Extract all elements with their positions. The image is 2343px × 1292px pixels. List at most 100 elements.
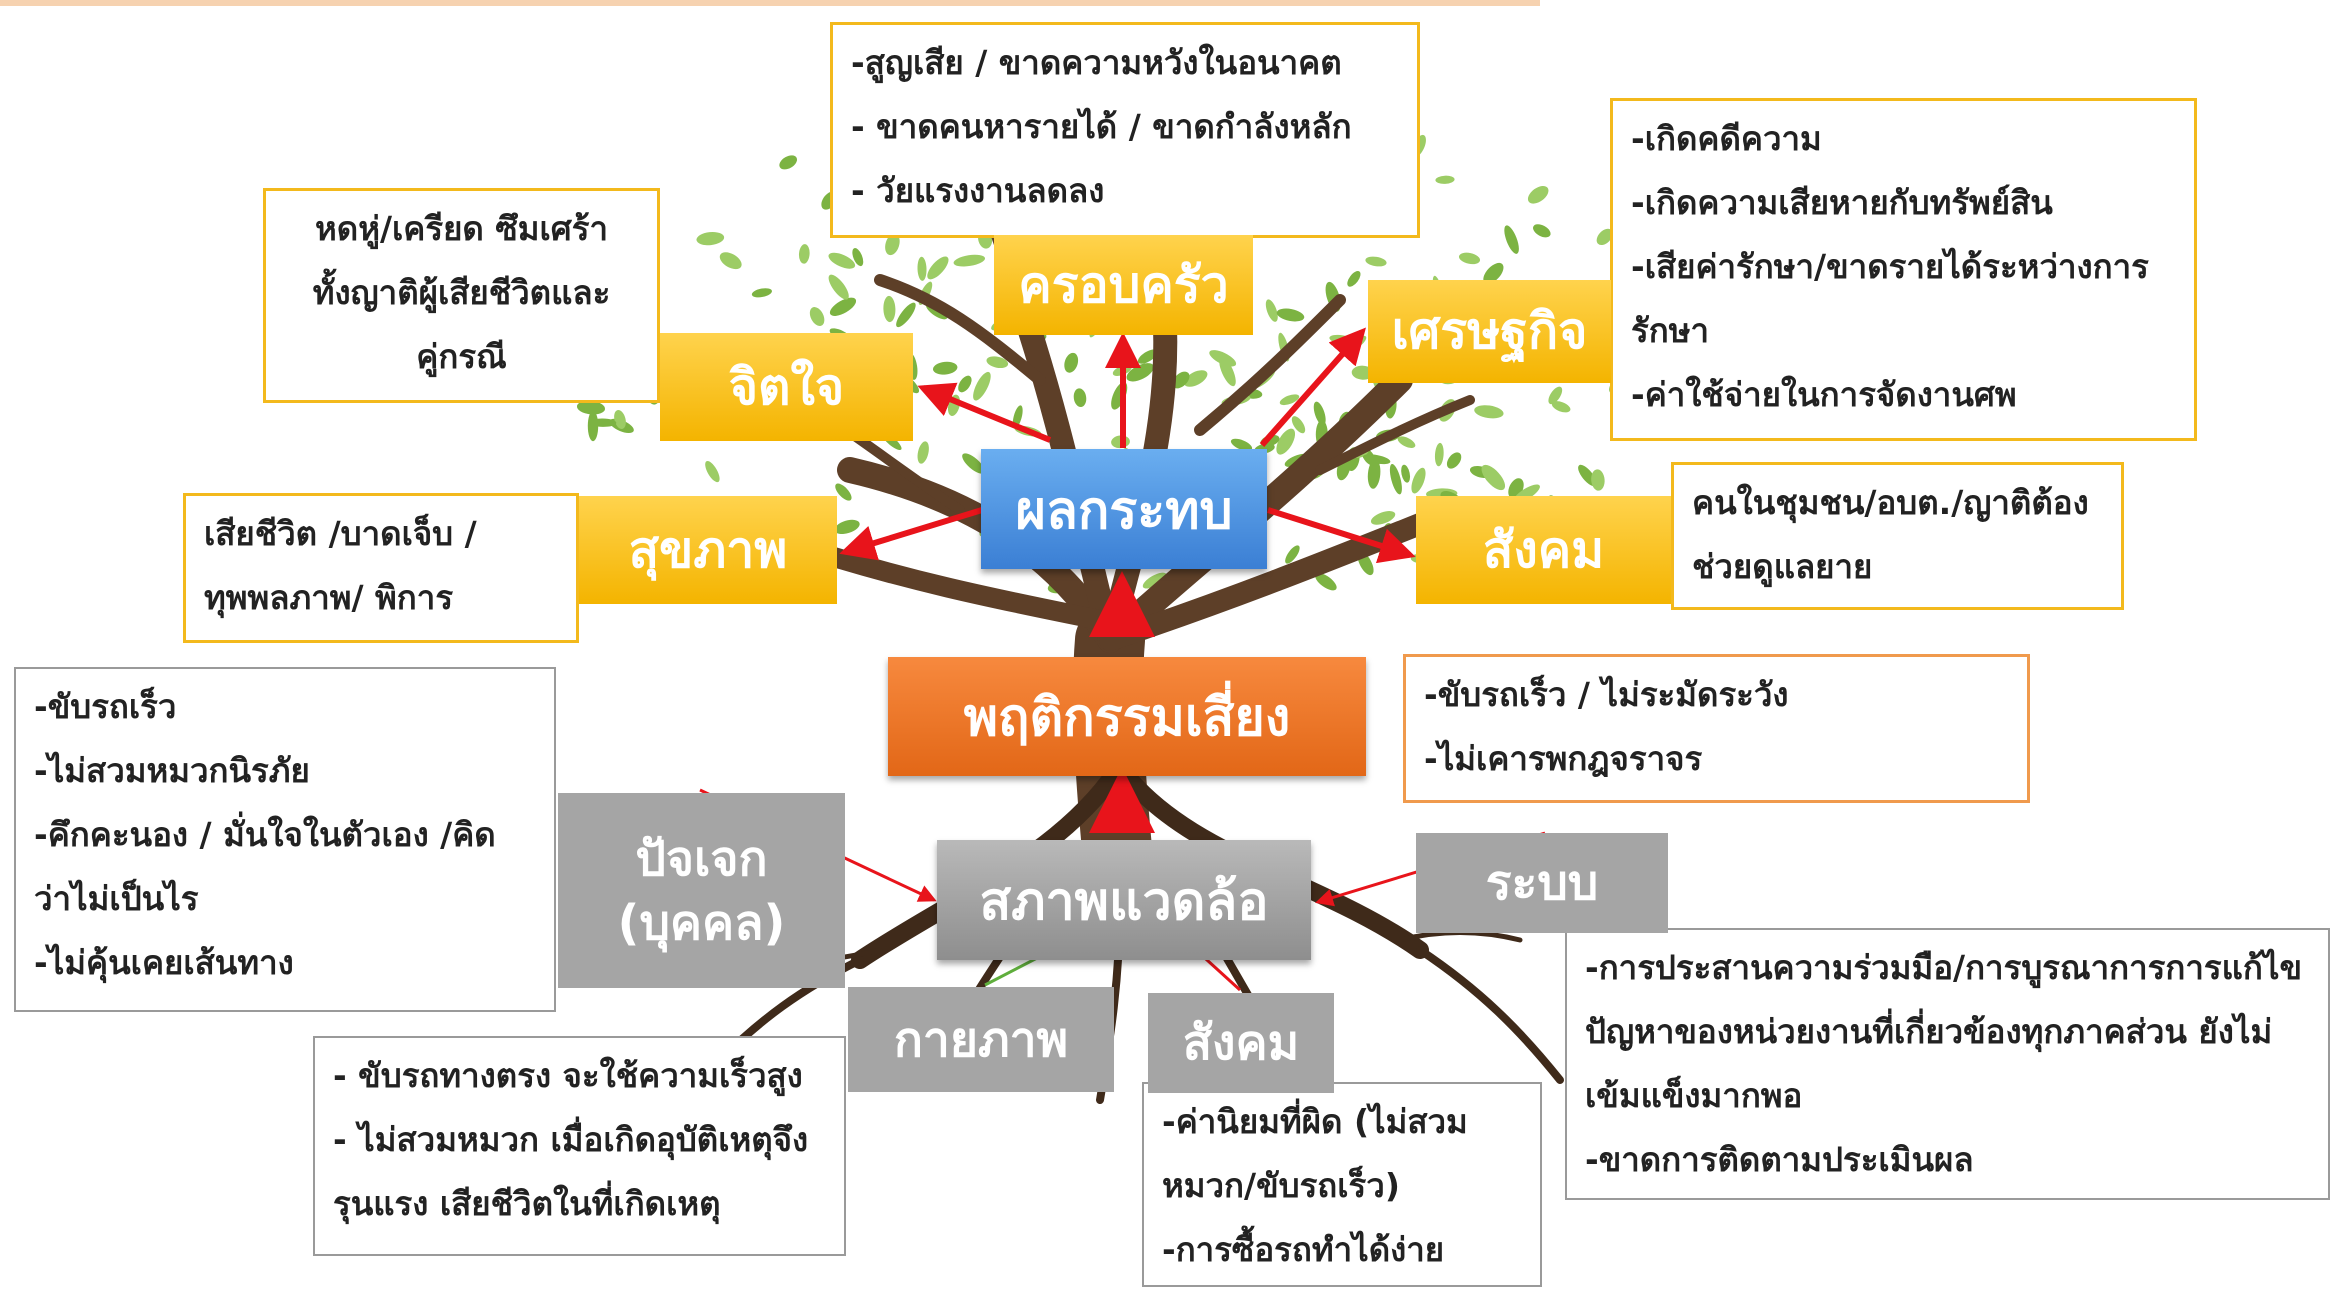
note-line: - วัยแรงงานลดลง <box>851 171 1105 210</box>
leaf <box>1435 175 1455 184</box>
leaf <box>587 410 599 442</box>
note-line: -การซื้อรถทำได้ง่าย <box>1162 1230 1445 1269</box>
health-notes-box: เสียชีวิต /บาดเจ็บ / ทุพพลภาพ/ พิการ <box>183 493 579 643</box>
leaf <box>719 252 742 270</box>
leaf <box>1401 464 1411 483</box>
leaf <box>1230 438 1253 451</box>
leaf <box>1434 442 1444 467</box>
leaf <box>885 233 900 256</box>
risk-behavior-node: พฤติกรรมเสี่ยง <box>888 657 1366 776</box>
leaf <box>1551 401 1571 413</box>
arrow-to-mind <box>917 382 1052 443</box>
leaf <box>1596 228 1613 246</box>
leaf <box>1527 185 1549 204</box>
leaf <box>896 302 916 328</box>
leaf <box>828 252 856 269</box>
physical-notes-box: - ขับรถทางตรง จะใช้ความเร็วสูง - ไม่สวมห… <box>313 1036 846 1256</box>
leaf <box>1279 394 1300 406</box>
leaf <box>1137 349 1158 364</box>
leaf <box>1111 381 1128 410</box>
leaf <box>1064 352 1079 373</box>
individual-label: ปัจเจก (บุคคล) <box>558 793 845 988</box>
physical-label: กายภาพ <box>848 987 1114 1092</box>
arrow-to-society <box>1267 507 1416 564</box>
leaf <box>1315 573 1337 591</box>
society-notes-box: คนในชุมชน/อบต./ญาติต้อง ช่วยดูแลยาย <box>1671 462 2124 610</box>
note-line: -เกิดความเสียหายกับทรัพย์สิน <box>1631 183 2053 222</box>
leaf <box>917 441 929 464</box>
leaf <box>917 256 927 281</box>
note-line: ช่วยดูแลยาย <box>1692 547 1873 586</box>
note-line: -การประสานความร่วมมือ/การบูรณาการการแก้ไ… <box>1585 948 2303 987</box>
note-line: - ขาดคนหารายได้ / ขาดกำลังหลัก <box>851 107 1352 146</box>
note-line: คนในชุมชน/อบต./ญาติต้อง <box>1692 483 2089 522</box>
leaf <box>962 453 985 474</box>
leaf <box>1126 363 1154 382</box>
leaf <box>1183 370 1208 387</box>
note-line: -ไม่สวมหมวกนิรภัย <box>34 751 310 790</box>
note-line: -เกิดคดีความ <box>1631 119 1822 158</box>
note-line: -ไม่คุ้นเคยเส้นทาง <box>34 943 294 982</box>
leaf <box>576 400 606 415</box>
society-label: สังคม <box>1416 496 1671 604</box>
note-line: -ค่าใช้จ่ายในการจัดงานศพ <box>1631 375 2017 414</box>
leaf <box>829 297 857 316</box>
leaf <box>1483 262 1504 284</box>
economy-notes-box: -เกิดคดีความ -เกิดความเสียหายกับทรัพย์สิ… <box>1610 98 2197 441</box>
note-line: หมวก/ขับรถเร็ว) <box>1162 1166 1400 1205</box>
leaf <box>834 519 860 535</box>
leaf <box>828 274 849 300</box>
family-label: ครอบครัว <box>994 235 1253 335</box>
leaf <box>1362 454 1391 465</box>
note-line: -ขับรถเร็ว / ไม่ระมัดระวัง <box>1424 675 1789 714</box>
leaf <box>779 155 798 170</box>
risk-behavior-notes-box: -ขับรถเร็ว / ไม่ระมัดระวัง -ไม่เคารพกฎจร… <box>1403 654 2030 803</box>
individual-label-line2: (บุคคล) <box>617 894 786 951</box>
environment-node: สภาพแวดล้อ <box>937 840 1311 960</box>
note-line: -คึกคะนอง / มั่นใจในตัวเอง /คิด <box>34 815 496 854</box>
note-line: - ขับรถทางตรง จะใช้ความเร็วสูง <box>333 1056 803 1095</box>
leaf <box>1265 299 1278 322</box>
individual-notes-box: -ขับรถเร็ว -ไม่สวมหมวกนิรภัย -คึกคะนอง /… <box>14 667 556 1012</box>
leaf <box>1481 464 1506 491</box>
social-notes-box: -ค่านิยมที่ผิด (ไม่สวม หมวก/ขับรถเร็ว) -… <box>1142 1082 1542 1287</box>
leaf <box>614 410 626 429</box>
leaf <box>1474 405 1504 419</box>
leaf <box>1172 371 1190 389</box>
note-line: ว่าไม่เป็นไร <box>34 879 199 918</box>
leaf <box>1411 467 1426 494</box>
arrow-to-economy <box>1259 327 1366 447</box>
leaf <box>1389 463 1402 495</box>
leaf <box>1397 436 1416 448</box>
note-line: -ไม่เคารพกฎจราจร <box>1424 739 1703 778</box>
note-line: ทุพพลภาพ/ พิการ <box>204 578 454 617</box>
individual-label-line1: ปัจเจก <box>635 830 768 887</box>
health-label: สุขภาพ <box>579 496 837 604</box>
note-line: -เสียค่ารักษา/ขาดรายได้ระหว่างการ <box>1631 247 2149 286</box>
system-notes-box: -การประสานความร่วมมือ/การบูรณาการการแก้ไ… <box>1565 928 2330 1200</box>
leaf <box>1276 308 1305 322</box>
leaf <box>1073 388 1087 408</box>
leaf <box>1276 428 1296 455</box>
leaf <box>1367 459 1381 489</box>
leaf <box>883 295 896 323</box>
note-line: รุนแรง เสียชีวิตในที่เกิดเหตุ <box>333 1184 721 1223</box>
leaf <box>958 375 972 393</box>
leaf <box>1548 386 1563 405</box>
family-notes-box: -สูญเสีย / ขาดความหวังในอนาคต - ขาดคนหาร… <box>830 22 1420 238</box>
system-label: ระบบ <box>1416 833 1668 933</box>
top-accent-bar <box>0 0 1540 6</box>
note-line: หดหู่/เครียด ซึมเศร้า <box>315 209 608 248</box>
note-line: -สูญเสีย / ขาดความหวังในอนาคต <box>851 43 1342 82</box>
note-line: -ขาดการติดตามประเมินผล <box>1585 1140 1974 1179</box>
leaf <box>1313 401 1326 426</box>
leaf <box>1347 271 1361 287</box>
leaf <box>1533 224 1551 238</box>
leaf <box>1365 256 1387 267</box>
leaf <box>1458 252 1481 265</box>
leaf <box>953 254 986 267</box>
leaf <box>1504 225 1519 254</box>
impact-node: ผลกระทบ <box>981 449 1267 569</box>
leaf <box>927 256 949 280</box>
